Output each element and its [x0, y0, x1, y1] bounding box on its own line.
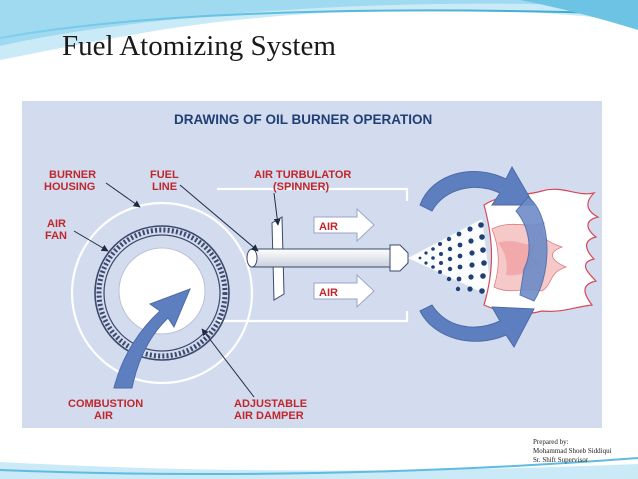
label-fuel-line-2: LINE — [152, 181, 177, 193]
label-burner-housing-1: BURNER — [49, 169, 96, 181]
adjustable-air-damper — [118, 247, 206, 335]
leader-fuel-line — [179, 184, 259, 252]
label-air-damper-2: AIR DAMPER — [234, 410, 304, 422]
footer-role: Sr. Shift Supervisor — [533, 456, 589, 464]
label-combustion-air-2: AIR — [94, 410, 113, 422]
label-burner-housing-2: HOUSING — [44, 181, 95, 193]
top-swoosh-mid — [0, 0, 638, 46]
leader-lines — [73, 182, 281, 398]
swirl-arrow-right — [515, 196, 548, 302]
leader-burner-housing — [105, 182, 141, 208]
label-fuel-line-1: FUEL — [150, 169, 179, 181]
fuel-line-end — [246, 248, 258, 268]
fuel-nozzle — [389, 244, 409, 272]
diagram-title: DRAWING OF OIL BURNER OPERATION — [174, 112, 432, 127]
bottom-swoosh-line — [0, 457, 638, 475]
label-combustion-air-1: COMBUSTION — [68, 398, 143, 410]
burner-housing — [70, 201, 254, 385]
air-fan-outer — [94, 225, 230, 361]
air-fan-inner — [103, 234, 221, 352]
oil-burner-diagram: DRAWING OF OIL BURNER OPERATION BURNER H… — [22, 101, 602, 428]
label-air-turbulator-2: (SPINNER) — [273, 181, 330, 193]
label-air-lower: AIR — [319, 287, 338, 299]
top-swoosh-line — [0, 9, 638, 39]
label-air-damper-1: ADJUSTABLE — [234, 398, 307, 410]
swirl-arrow-bottom — [419, 304, 535, 348]
label-air-fan-1: AIR — [47, 218, 66, 230]
air-arrow-upper — [313, 207, 375, 243]
top-right-swoosh — [520, 0, 638, 30]
footer-author: Mohammad Shoeb Siddiqui — [533, 447, 612, 455]
leader-air-damper — [201, 328, 255, 398]
slide-title: Fuel Atomizing System — [62, 30, 336, 62]
air-fan-blades — [96, 227, 228, 359]
footer-credit: Prepared by: Mohammad Shoeb Siddiqui Sr.… — [533, 438, 612, 465]
fuel-droplets — [418, 222, 487, 294]
fuel-line-tube — [251, 248, 391, 268]
air-arrow-lower — [313, 273, 375, 309]
leader-air-fan — [73, 230, 109, 252]
label-air-upper: AIR — [319, 221, 338, 233]
leader-air-turbulator — [273, 192, 281, 226]
burner-housing-outline — [217, 187, 409, 323]
footer-prepared-by: Prepared by: — [533, 438, 569, 446]
label-air-turbulator-1: AIR TURBULATOR — [254, 169, 351, 181]
label-air-fan-2: FAN — [45, 230, 67, 242]
combustion-air-arrow — [113, 288, 191, 389]
